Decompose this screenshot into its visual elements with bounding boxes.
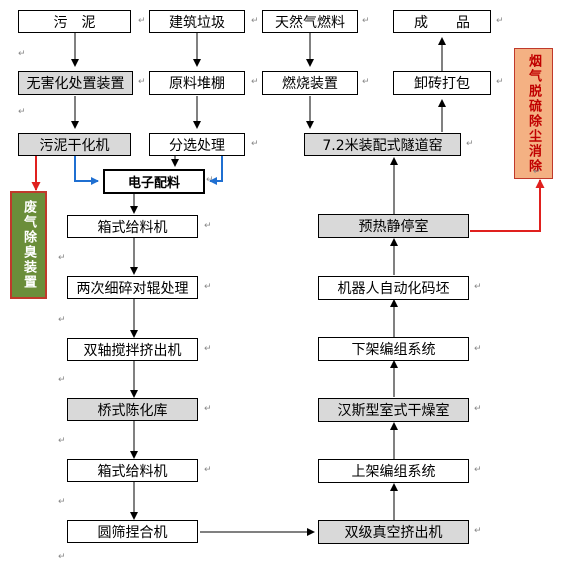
node-harmless-treatment: 无害化处置装置 <box>18 71 133 95</box>
paragraph-mark-icon: ↵ <box>204 282 212 292</box>
arrow-preheat-to-flue-gas <box>470 179 545 232</box>
node-vacuum-extruder: 双级真空挤出机 <box>318 520 469 544</box>
paragraph-mark-icon: ↵ <box>496 16 504 26</box>
node-preheat-room: 预热静停室 <box>318 214 469 238</box>
node-unload-pack: 卸砖打包 <box>393 71 491 95</box>
node-natural-gas: 天然气燃料 <box>262 10 358 33</box>
paragraph-mark-icon: ↵ <box>138 77 146 87</box>
paragraph-mark-icon: ↵ <box>474 465 482 475</box>
paragraph-mark-icon: ↵ <box>533 167 541 177</box>
node-electronic-batching: 电子配料 <box>103 169 205 194</box>
node-sorting: 分选处理 <box>149 133 245 156</box>
paragraph-mark-icon: ↵ <box>58 253 66 263</box>
paragraph-mark-icon: ↵ <box>18 49 26 59</box>
flue-gas-label: 烟气脱硫除尘消除 <box>526 53 541 174</box>
paragraph-mark-icon: ↵ <box>251 77 259 87</box>
node-fine-crush: 两次细碎对辊处理 <box>67 276 198 299</box>
paragraph-mark-icon: ↵ <box>474 344 482 354</box>
node-combustion-device: 燃烧装置 <box>262 71 358 95</box>
paragraph-mark-icon: ↵ <box>496 77 504 87</box>
node-flue-gas-device: 烟气脱硫除尘消除 <box>514 48 553 179</box>
paragraph-mark-icon: ↵ <box>138 16 146 26</box>
node-unloading-system: 下架编组系统 <box>318 337 469 361</box>
paragraph-mark-icon: ↵ <box>58 436 66 446</box>
node-waste-gas-device: 废气除臭装置 <box>10 191 47 299</box>
node-tunnel-kiln: 7.2米装配式隧道窑 <box>304 133 461 156</box>
paragraph-mark-icon: ↵ <box>58 552 66 562</box>
paragraph-mark-icon: ↵ <box>251 139 259 149</box>
node-material-shed: 原料堆棚 <box>149 71 245 95</box>
node-drum-mixer: 圆筛捏合机 <box>67 520 198 543</box>
paragraph-mark-icon: ↵ <box>362 16 370 26</box>
paragraph-mark-icon: ↵ <box>474 526 482 536</box>
paragraph-mark-icon: ↵ <box>204 221 212 231</box>
paragraph-mark-icon: ↵ <box>474 404 482 414</box>
paragraph-mark-icon: ↵ <box>18 107 26 117</box>
paragraph-mark-icon: ↵ <box>204 344 212 354</box>
node-construction-waste: 建筑垃圾 <box>149 10 245 33</box>
paragraph-mark-icon: ↵ <box>58 497 66 507</box>
node-robot-stacking: 机器人自动化码坯 <box>318 276 469 300</box>
paragraph-mark-icon: ↵ <box>58 315 66 325</box>
node-sludge-dryer: 污泥干化机 <box>18 133 131 156</box>
node-bridge-aging: 桥式陈化库 <box>67 398 198 421</box>
paragraph-mark-icon: ↵ <box>474 282 482 292</box>
node-loading-system: 上架编组系统 <box>318 459 469 483</box>
node-hans-dryer: 汉斯型室式干燥室 <box>318 398 469 422</box>
paragraph-mark-icon: ↵ <box>204 404 212 414</box>
paragraph-mark-icon: ↵ <box>58 375 66 385</box>
node-sludge: 污 泥 <box>18 10 131 33</box>
paragraph-mark-icon: ↵ <box>362 77 370 87</box>
arrow-sorting-to-batching <box>209 156 223 185</box>
node-box-feeder-2: 箱式给料机 <box>67 459 198 482</box>
paragraph-mark-icon: ↵ <box>466 139 474 149</box>
paragraph-mark-icon: ↵ <box>251 16 259 26</box>
paragraph-mark-icon: ↵ <box>206 175 214 185</box>
node-box-feeder-1: 箱式给料机 <box>67 215 198 238</box>
waste-gas-label: 废气除臭装置 <box>21 200 36 290</box>
node-product: 成 品 <box>393 10 491 33</box>
arrow-dryer-to-batching <box>74 156 99 185</box>
node-mixer-extruder: 双轴搅拌挤出机 <box>67 338 198 361</box>
paragraph-mark-icon: ↵ <box>204 465 212 475</box>
